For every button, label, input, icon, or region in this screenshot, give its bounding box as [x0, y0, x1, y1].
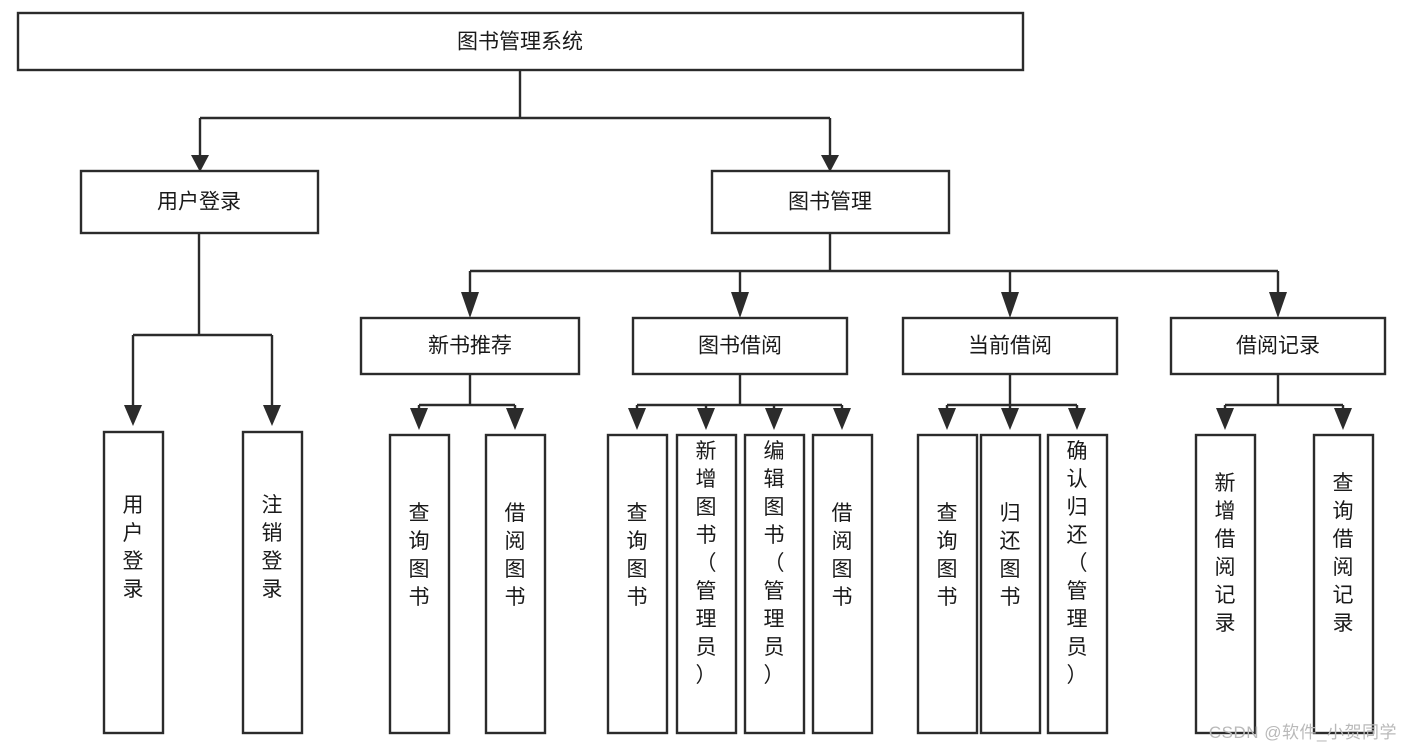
leaf-user-login-label: 用户登录	[123, 494, 144, 601]
arrow-to-borrow-record	[1269, 292, 1287, 318]
node-leaf-add-record[interactable]: 新增借阅记录	[1194, 433, 1257, 735]
leaf-query-book-1-label: 查询图书	[409, 502, 430, 609]
arrow-to-leaf-logout	[263, 405, 281, 426]
arrow-to-leaf-query-book-3	[938, 408, 956, 430]
connector-book-borrow-to-leaves	[635, 374, 844, 412]
new-book-recommend-box[interactable]	[359, 316, 581, 376]
arrow-to-leaf-user-login	[124, 405, 142, 426]
node-new-book-recommend[interactable]: 新书推荐	[359, 316, 581, 376]
arrow-to-leaf-return-book	[1001, 408, 1019, 430]
node-leaf-query-book-3[interactable]: 查询图书	[916, 433, 979, 735]
arrow-to-leaf-query-book-1	[410, 408, 428, 430]
node-leaf-user-login[interactable]: 用户登录	[102, 430, 165, 735]
leaf-borrow-book-1-box[interactable]	[484, 433, 547, 735]
connector-root-to-level2	[198, 70, 832, 155]
arrow-to-leaf-borrow-book-2	[833, 408, 851, 430]
leaf-return-book-box[interactable]	[979, 433, 1042, 735]
arrow-to-new-book-recommend	[461, 292, 479, 318]
node-root-book-management-system[interactable]: 图书管理系统	[16, 11, 1025, 72]
arrow-to-leaf-add-book	[697, 408, 715, 430]
connector-user-login-to-leaves	[131, 233, 274, 405]
node-borrow-record[interactable]: 借阅记录	[1169, 316, 1387, 376]
current-borrow-box[interactable]	[901, 316, 1119, 376]
node-leaf-edit-book[interactable]: 编辑图书（管理员）	[743, 433, 806, 735]
arrow-to-leaf-add-record	[1216, 408, 1234, 430]
leaf-add-record-box[interactable]	[1194, 433, 1257, 735]
leaf-query-book-3-label: 查询图书	[937, 502, 958, 609]
borrow-record-box[interactable]	[1169, 316, 1387, 376]
book-borrow-box[interactable]	[631, 316, 849, 376]
connector-new-book-recommend-to-leaves	[417, 374, 517, 412]
connector-borrow-record-to-leaves	[1223, 374, 1345, 412]
leaf-borrow-book-2-box[interactable]	[811, 433, 874, 735]
node-user-login[interactable]: 用户登录	[79, 169, 320, 235]
current-borrow-label: 当前借阅	[968, 335, 1052, 358]
leaf-logout-box[interactable]	[241, 430, 304, 735]
book-manage-box[interactable]	[710, 169, 951, 235]
node-leaf-query-book-1[interactable]: 查询图书	[388, 433, 451, 735]
user-login-box[interactable]	[79, 169, 320, 235]
leaf-return-book-label: 归还图书	[1000, 502, 1021, 609]
leaf-query-book-3-box[interactable]	[916, 433, 979, 735]
node-current-borrow[interactable]: 当前借阅	[901, 316, 1119, 376]
connector-book-manage-to-level3	[468, 233, 1280, 292]
leaf-user-login-box[interactable]	[102, 430, 165, 735]
leaf-add-book-label: 新增图书（管理员）	[696, 440, 717, 687]
connector-current-borrow-to-leaves	[945, 374, 1079, 412]
root-label: 图书管理系统	[457, 31, 583, 54]
node-leaf-return-book[interactable]: 归还图书	[979, 433, 1042, 735]
node-leaf-borrow-book-2[interactable]: 借阅图书	[811, 433, 874, 735]
leaf-add-book-box[interactable]	[675, 433, 738, 735]
leaf-borrow-book-1-label: 借阅图书	[505, 502, 526, 609]
book-borrow-label: 图书借阅	[698, 335, 782, 358]
leaf-confirm-return-box[interactable]	[1046, 433, 1109, 735]
arrow-to-book-borrow	[731, 292, 749, 318]
connector-layer	[124, 70, 1352, 430]
leaf-query-book-2-box[interactable]	[606, 433, 669, 735]
arrow-to-current-borrow	[1001, 292, 1019, 318]
leaf-query-record-label: 查询借阅记录	[1333, 472, 1354, 635]
leaf-add-record-label: 新增借阅记录	[1215, 472, 1236, 635]
node-leaf-confirm-return[interactable]: 确认归还（管理员）	[1046, 433, 1109, 735]
node-leaf-borrow-book-1[interactable]: 借阅图书	[484, 433, 547, 735]
book-manage-label: 图书管理	[788, 191, 872, 214]
leaf-query-book-1-box[interactable]	[388, 433, 451, 735]
node-leaf-logout[interactable]: 注销登录	[241, 430, 304, 735]
arrow-to-leaf-query-book-2	[628, 408, 646, 430]
leaf-confirm-return-label: 确认归还（管理员）	[1067, 440, 1088, 687]
node-leaf-query-book-2[interactable]: 查询图书	[606, 433, 669, 735]
arrow-to-leaf-borrow-book-1	[506, 408, 524, 430]
arrow-to-leaf-edit-book	[765, 408, 783, 430]
root-box[interactable]	[16, 11, 1025, 72]
leaf-edit-book-box[interactable]	[743, 433, 806, 735]
leaf-query-record-box[interactable]	[1312, 433, 1375, 735]
user-login-label: 用户登录	[157, 191, 241, 214]
leaf-edit-book-label: 编辑图书（管理员）	[764, 440, 785, 687]
leaf-query-book-2-label: 查询图书	[627, 502, 648, 609]
arrow-to-leaf-query-record	[1334, 408, 1352, 430]
node-leaf-add-book[interactable]: 新增图书（管理员）	[675, 433, 738, 735]
leaf-borrow-book-2-label: 借阅图书	[832, 502, 853, 609]
new-book-recommend-label: 新书推荐	[428, 335, 512, 358]
arrow-to-user-login	[191, 155, 209, 172]
node-leaf-query-record[interactable]: 查询借阅记录	[1312, 433, 1375, 735]
leaf-logout-label: 注销登录	[262, 494, 283, 601]
arrow-to-book-manage	[821, 155, 839, 172]
node-book-manage[interactable]: 图书管理	[710, 169, 951, 235]
borrow-record-label: 借阅记录	[1236, 335, 1320, 358]
node-book-borrow[interactable]: 图书借阅	[631, 316, 849, 376]
arrow-to-leaf-confirm-return	[1068, 408, 1086, 430]
